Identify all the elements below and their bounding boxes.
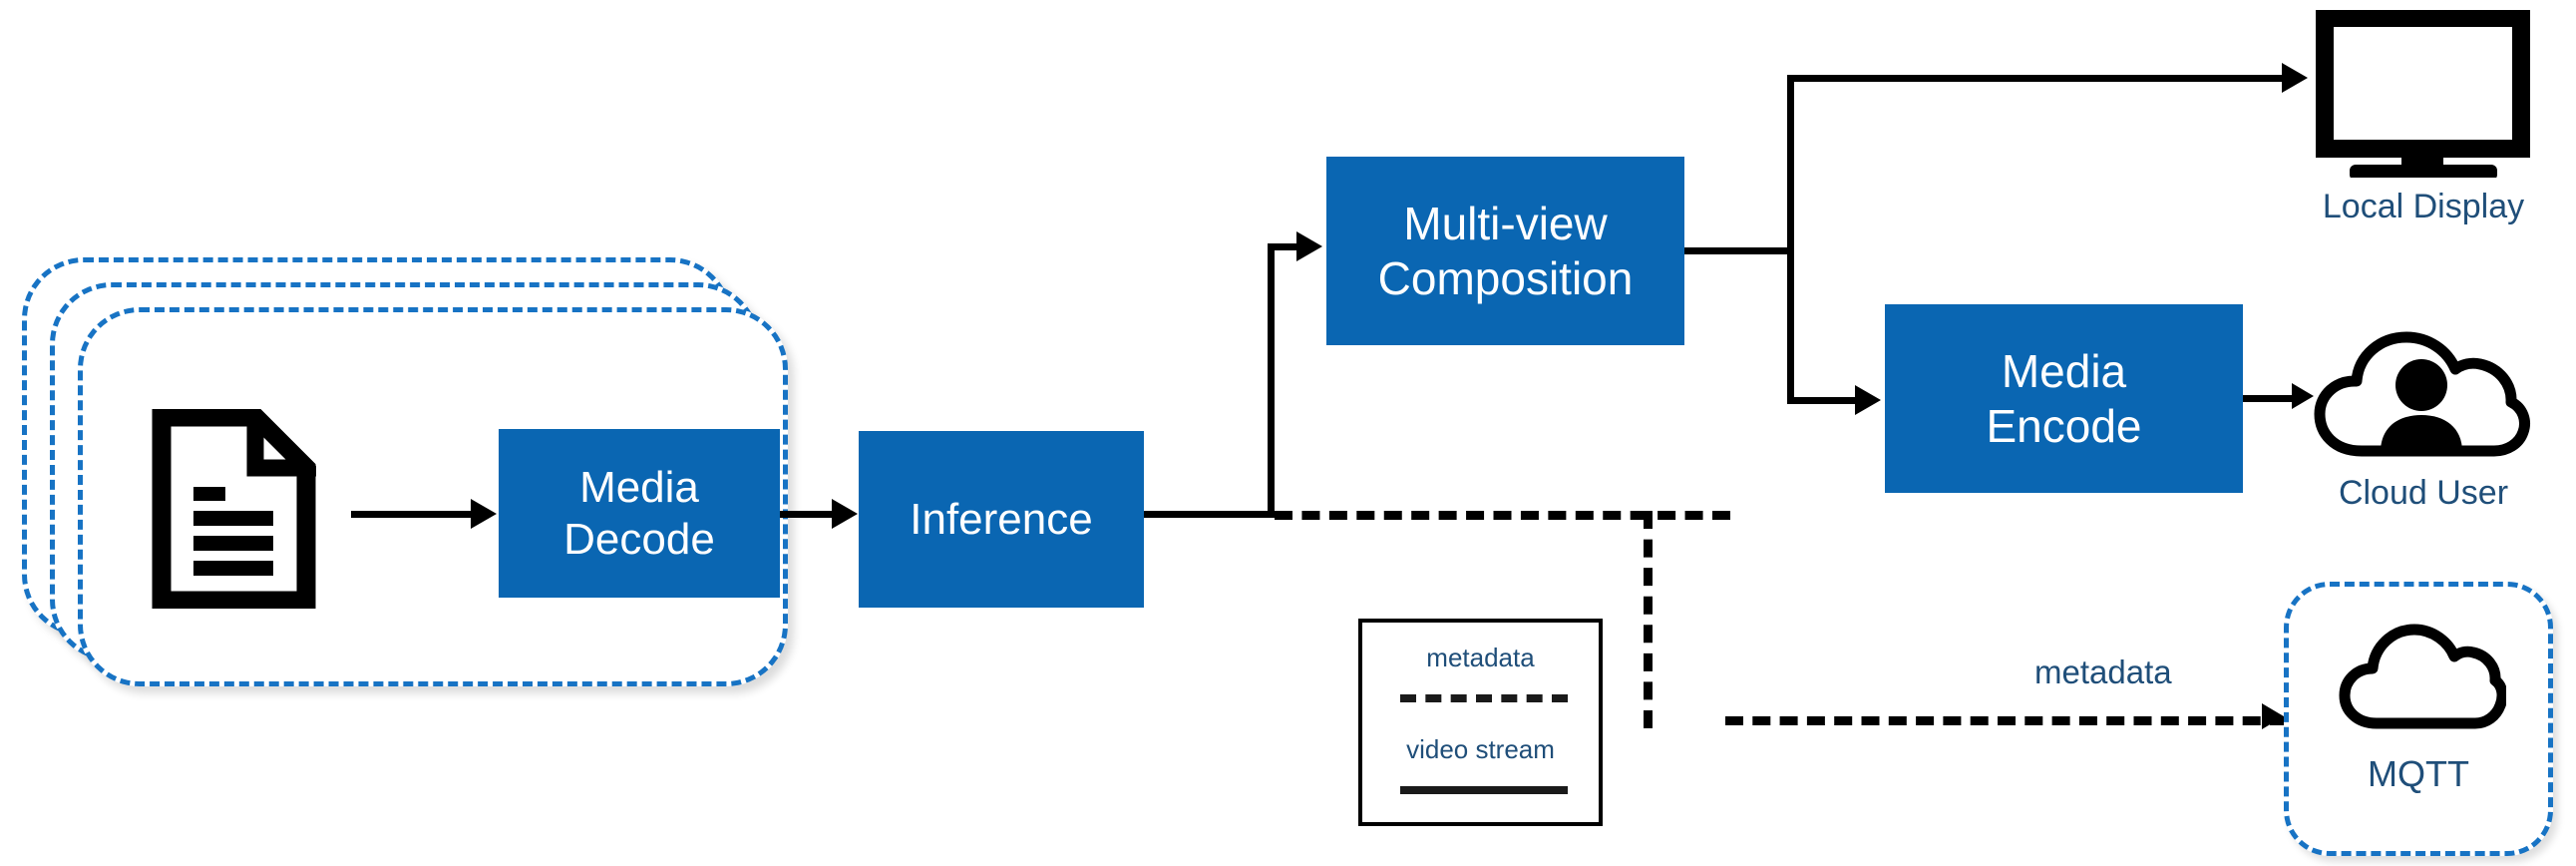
arrowhead-encode-to-cloud-user [2292, 383, 2314, 409]
edge-into-multiview [1268, 243, 1306, 250]
media-decode-label-line2: Decode [563, 514, 715, 564]
process-inference[interactable]: Inference [859, 431, 1144, 608]
legend-label-metadata: metadata [1426, 643, 1535, 672]
edge-riser-to-multiview [1268, 243, 1275, 517]
edge-label-metadata: metadata [2034, 653, 2172, 690]
edge-metadata-from-inference [1275, 511, 1730, 520]
monitor-icon [2316, 9, 2530, 183]
edge-inference-trunk [1144, 511, 1275, 518]
inference-label-line1: Inference [910, 494, 1093, 544]
legend-label-video-stream: video stream [1406, 734, 1555, 764]
media-encode-label-line1: Media [2001, 345, 2127, 398]
edge-multiview-out [1684, 247, 1794, 254]
legend-swatch-solid [1400, 786, 1568, 794]
process-media-encode[interactable]: Media Encode [1885, 304, 2243, 493]
edge-multiview-split-vertical [1787, 75, 1794, 404]
edge-document-to-decode [351, 511, 476, 518]
arrowhead-decode-to-inference [832, 499, 858, 529]
media-encode-label-line2: Encode [1986, 399, 2142, 452]
edge-encode-to-cloud-user [2243, 395, 2298, 402]
edge-metadata-to-mqtt [1725, 716, 2288, 725]
cloud-user-icon [2314, 331, 2531, 464]
multiview-label-line1: Multi-view [1403, 198, 1608, 250]
media-decode-label-line1: Media [579, 462, 699, 512]
legend-swatch-dashed [1400, 694, 1568, 702]
arrowhead-to-local-display [2282, 63, 2308, 93]
legend: metadata video stream [1358, 619, 1603, 826]
edge-metadata-drop [1644, 511, 1653, 728]
arrowhead-metadata-to-mqtt [2262, 703, 2284, 729]
multiview-label-line2: Composition [1377, 251, 1634, 304]
process-multiview-composition[interactable]: Multi-view Composition [1326, 157, 1684, 345]
edge-decode-to-inference [780, 511, 837, 518]
arrowhead-to-media-encode [1855, 385, 1881, 415]
arrowhead-document-to-decode [471, 499, 497, 529]
endpoint-label-cloud-user: Cloud User [2338, 474, 2509, 512]
endpoint-label-local-display: Local Display [2322, 188, 2525, 225]
endpoint-label-mqtt: MQTT [2368, 753, 2469, 794]
process-media-decode[interactable]: Media Decode [499, 429, 780, 598]
arrowhead-into-multiview [1296, 231, 1322, 261]
document-icon [152, 396, 327, 614]
edge-to-local-display [1787, 75, 2292, 82]
cloud-icon [2339, 624, 2508, 736]
edge-to-media-encode [1787, 397, 1861, 404]
